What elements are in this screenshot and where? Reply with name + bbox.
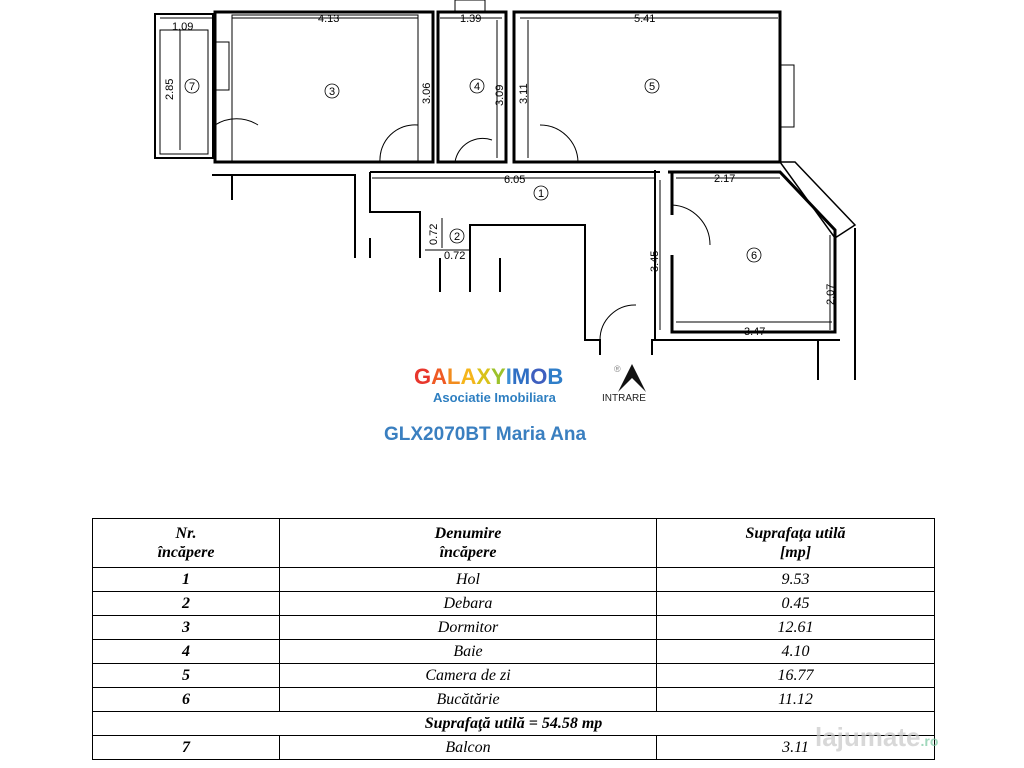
- registered-mark: ®: [614, 364, 621, 374]
- total-area: Suprafaţă utilă = 54.58 mp: [92, 711, 935, 736]
- header-nr-2: încăpere: [157, 544, 215, 561]
- dim-3-47: 3.47: [744, 326, 765, 338]
- room-number-2: 2: [454, 231, 460, 243]
- room-number-6: 6: [751, 250, 757, 262]
- total-row: Suprafaţă utilă = 54.58 mp: [92, 711, 935, 736]
- dim-4-13: 4.13: [318, 13, 339, 25]
- cell-nr: 4: [92, 639, 280, 664]
- floor-plan: 1.09 4.13 1.39 5.41 2.85 3.06 3.09 3.11 …: [154, 0, 857, 392]
- dim-3-45: 3.45: [649, 251, 661, 272]
- header-nr: Nr.: [175, 525, 197, 542]
- watermark-suffix: .ro: [920, 733, 939, 749]
- dim-3-11: 3.11: [518, 83, 530, 104]
- cell-area: 11.12: [656, 687, 935, 712]
- cell-nr: 2: [92, 591, 280, 616]
- header-name: Denumire: [434, 525, 502, 542]
- entrance-arrow-icon: [618, 364, 646, 392]
- header-name-2: încăpere: [439, 544, 497, 561]
- cell-area: 3.11: [656, 735, 935, 760]
- cell-name: Camera de zi: [279, 663, 657, 688]
- room-number-3: 3: [329, 86, 335, 98]
- cell-area: 12.61: [656, 615, 935, 640]
- room-number-7: 7: [189, 81, 195, 93]
- entrance-label: INTRARE: [602, 393, 646, 404]
- cell-nr: 5: [92, 663, 280, 688]
- room-number-5: 5: [649, 81, 655, 93]
- header-area: Suprafaţa utilă: [745, 525, 846, 542]
- cell-nr: 6: [92, 687, 280, 712]
- dim-3-09: 3.09: [494, 85, 506, 106]
- cell-name: Bucătărie: [279, 687, 657, 712]
- dim-0-72-v: 0.72: [428, 224, 440, 245]
- cell-area: 4.10: [656, 639, 935, 664]
- cell-name: Baie: [279, 639, 657, 664]
- logo-text: GALAXYIMOB: [414, 364, 564, 389]
- dim-2-85: 2.85: [164, 79, 176, 100]
- cell-name: Debara: [279, 591, 657, 616]
- listing-title: GLX2070BT Maria Ana: [384, 424, 587, 445]
- room-number-4: 4: [474, 81, 480, 93]
- watermark: lajumate.ro: [815, 722, 938, 753]
- dim-2-07: 2.07: [825, 284, 837, 305]
- dim-0-72-h: 0.72: [444, 250, 465, 262]
- cell-nr: 7: [92, 735, 280, 760]
- room-number-1: 1: [538, 188, 544, 200]
- cell-area: 9.53: [656, 567, 935, 592]
- dim-5-41: 5.41: [634, 13, 655, 25]
- rooms-table: Nr. încăpere Denumire încăpere Suprafaţa u…: [92, 518, 935, 760]
- cell-name: Dormitor: [279, 615, 657, 640]
- cell-name: Hol: [279, 567, 657, 592]
- company-logo: GALAXYIMOB: [414, 364, 563, 390]
- cell-name: Balcon: [279, 735, 657, 760]
- dim-3-06: 3.06: [421, 83, 433, 104]
- watermark-text: lajumate: [815, 722, 921, 752]
- dim-2-17: 2.17: [714, 173, 735, 185]
- room-3-wall: [213, 10, 435, 164]
- cell-nr: 1: [92, 567, 280, 592]
- logo-subtitle: Asociatie Imobiliara: [433, 390, 556, 405]
- dim-1-09: 1.09: [172, 21, 193, 33]
- header-area-unit: [mp]: [779, 544, 812, 561]
- cell-area: 0.45: [656, 591, 935, 616]
- dim-1-39: 1.39: [460, 13, 481, 25]
- cell-area: 16.77: [656, 663, 935, 688]
- room-5-wall: [512, 10, 782, 164]
- room-6-wall: [668, 170, 837, 334]
- dim-6-05: 6.05: [504, 174, 525, 186]
- cell-nr: 3: [92, 615, 280, 640]
- room-7-balcony: [154, 13, 214, 159]
- table-header: Nr. încăpere Denumire încăpere Suprafaţa u…: [92, 518, 935, 568]
